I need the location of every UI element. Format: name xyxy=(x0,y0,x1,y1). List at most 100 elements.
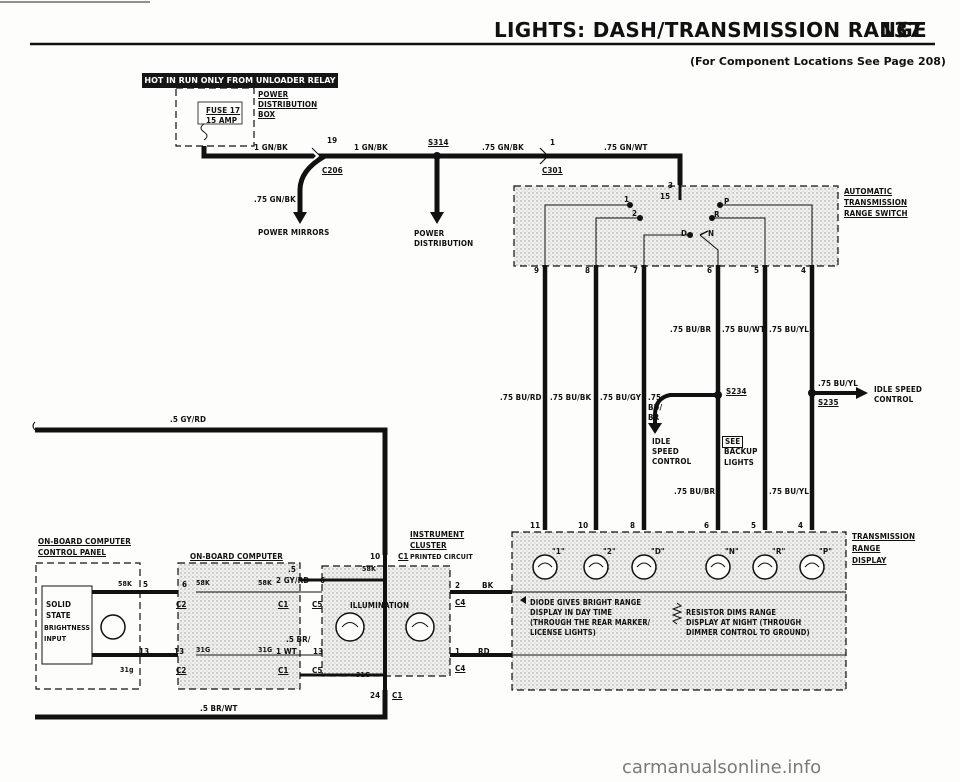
wire-label-idle-right: .75 BU/YL xyxy=(818,379,858,388)
wire-label-bu-br-lower: .75 BU/BR xyxy=(674,487,716,496)
range-label-1: "1" xyxy=(552,547,565,556)
fuse-name: FUSE 17 xyxy=(206,106,241,115)
cluster-pin-24: 24 xyxy=(370,691,381,700)
obc-wire-brwt-3: 13 xyxy=(313,647,324,656)
wire-br-wt xyxy=(35,690,388,720)
idle-speed-control-2: SPEED xyxy=(652,447,679,456)
switch-contact-label-1: 1 xyxy=(624,195,630,204)
pdb-label-3: BOX xyxy=(258,110,276,119)
fuse-element xyxy=(200,123,208,141)
hot-in-run-banner: HOT IN RUN ONLY FROM UNLOADER RELAY K5 xyxy=(142,73,338,100)
obc-panel-code-58k: 58K xyxy=(118,580,132,588)
wire-label-gn-bk-right: .75 GN/BK xyxy=(482,143,524,152)
obc-panel-inner-3: BRIGHTNESS xyxy=(44,624,91,632)
obc-c5-top: C5 xyxy=(312,600,323,609)
switch-contact-label-r: R xyxy=(714,210,720,219)
obc-wire-gyrd-2: 2 GY/RD xyxy=(276,576,310,585)
obc-code-58k-right: 58K xyxy=(258,579,272,587)
idle-speed-control-1: IDLE xyxy=(652,437,671,446)
switch-pin-6: 6 xyxy=(707,266,713,275)
wire-gy-rd-tail xyxy=(32,421,36,431)
cluster-c4-top: C4 xyxy=(455,598,466,607)
pin-c206: 19 xyxy=(327,136,338,145)
obc-panel-lamp xyxy=(100,614,126,640)
switch-contact-label-d: D xyxy=(681,229,688,238)
range-label-p: "P" xyxy=(819,547,833,556)
switch-contact-label-n: N xyxy=(708,229,715,238)
lamp-d xyxy=(631,554,657,580)
range-lamps xyxy=(532,554,825,580)
obc-c2-top: C2 xyxy=(176,600,187,609)
instrument-cluster-label-1: INSTRUMENT xyxy=(410,530,465,539)
transmission-display-label-1: TRANSMISSION xyxy=(852,532,916,541)
lamp-2 xyxy=(583,554,609,580)
switch-contact-label-2: 2 xyxy=(632,209,638,218)
pin-c301: 1 xyxy=(550,138,556,147)
note-right-1: RESISTOR DIMS RANGE xyxy=(686,608,777,617)
wire-label-gn-bk-mid: 1 GN/BK xyxy=(354,143,388,152)
power-distribution-label-1: POWER xyxy=(414,229,445,238)
obc-panel-inner-1: SOLID xyxy=(46,600,72,609)
idle-speed-control-3: CONTROL xyxy=(652,457,692,466)
cluster-c4-bottom: C4 xyxy=(455,664,466,673)
illumination-lamp-left xyxy=(335,612,365,642)
switch-pin-9: 9 xyxy=(534,266,540,275)
wire-label-bu-rd: .75 BU/RD xyxy=(500,393,542,402)
obc-pin-6: 6 xyxy=(182,580,188,589)
connector-c301 xyxy=(539,147,549,165)
wire-label-bu-br-split-1: .75 xyxy=(648,393,662,402)
obc-code-31g-right: 31G xyxy=(258,646,273,654)
cluster-code-58k: 58K xyxy=(362,565,376,573)
switch-contact-label-p: P xyxy=(724,197,730,206)
note-left-2: DISPLAY IN DAY TIME xyxy=(530,608,613,617)
obc-control-panel-inner xyxy=(41,585,93,665)
transmission-display-label-2: RANGE xyxy=(852,544,881,553)
splice-s314-label: S314 xyxy=(428,138,449,147)
page-number: 137 xyxy=(880,18,922,42)
obc-c2-bottom: C2 xyxy=(176,666,187,675)
see-backup-lights-2[interactable]: BACKUP xyxy=(724,447,758,456)
note-right-3: DIMMER CONTROL TO GROUND) xyxy=(686,628,810,637)
illumination-lamp-right xyxy=(405,612,435,642)
printed-circuit-label: PRINTED CIRCUIT xyxy=(410,553,473,561)
idle-right-label-2: CONTROL xyxy=(874,395,914,404)
splice-s235-label: S235 xyxy=(818,398,839,407)
see-backup-lights-1[interactable]: SEE xyxy=(722,436,744,448)
arrow-power-distribution xyxy=(430,212,444,224)
note-left-1: DIODE GIVES BRIGHT RANGE xyxy=(530,598,642,607)
obc-c5-bottom: C5 xyxy=(312,666,323,675)
switch-internal-paths xyxy=(544,204,813,265)
wire-label-bu-br-split-3: BR xyxy=(648,413,660,422)
range-label-r: "R" xyxy=(772,547,786,556)
note-left-4: LICENSE LIGHTS) xyxy=(530,628,596,637)
cluster-pin-2: 2 xyxy=(455,581,461,590)
arrow-idle-right xyxy=(856,387,868,399)
wire-label-rd: RD xyxy=(478,647,490,656)
obc-wire-brwt-2: 1 WT xyxy=(276,647,297,656)
switch-contact-n xyxy=(699,230,709,236)
switch-pin-7: 7 xyxy=(633,266,639,275)
wire-label-bu-wt: .75 BU/WT xyxy=(722,325,765,334)
obc-pin-13: 13 xyxy=(174,647,185,656)
obc-panel-inner-4: INPUT xyxy=(44,635,67,643)
arrow-power-mirrors xyxy=(293,212,307,224)
switch-pin-4: 4 xyxy=(801,266,807,275)
obc-panel-label-1: ON-BOARD COMPUTER xyxy=(38,537,131,546)
diode xyxy=(520,596,526,604)
obc-box xyxy=(177,562,301,690)
lamp-r xyxy=(752,554,778,580)
obc-control-panel xyxy=(35,562,141,690)
note-left-3: (THROUGH THE REAR MARKER/ xyxy=(530,618,651,627)
lamp-p xyxy=(799,554,825,580)
wire-label-bu-br: .75 BU/BR xyxy=(670,325,712,334)
see-backup-lights-3[interactable]: LIGHTS xyxy=(724,458,754,467)
obc-wire-gyrd-3: 6 xyxy=(320,576,326,585)
switch-pin-3: 3 xyxy=(668,181,674,190)
fuse-rating: 15 AMP xyxy=(206,116,238,125)
range-label-2: "2" xyxy=(603,547,616,556)
wire-bu-br-idle xyxy=(653,393,718,425)
connector-c206-label: C206 xyxy=(322,166,343,175)
range-switch-box xyxy=(513,185,839,267)
